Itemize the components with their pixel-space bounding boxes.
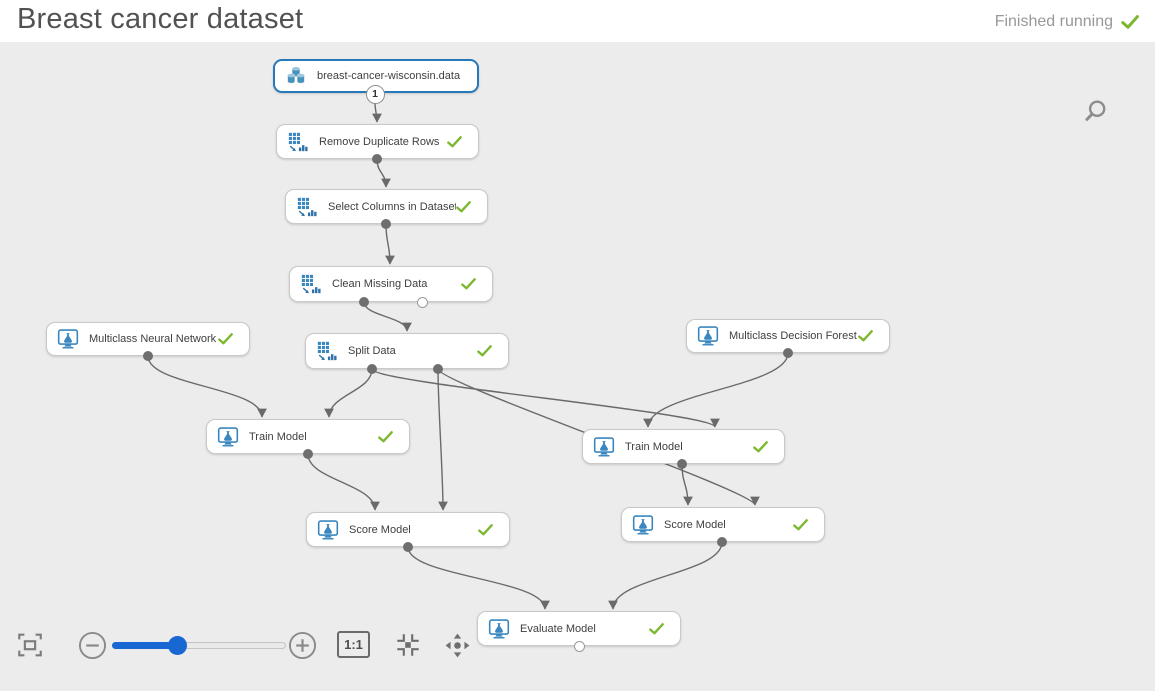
dataset-icon (285, 65, 307, 87)
output-port[interactable] (783, 348, 793, 358)
success-check-icon (858, 330, 873, 342)
zoom-in-button[interactable] (288, 631, 317, 660)
zoom-slider-thumb[interactable] (168, 636, 187, 655)
search-icon[interactable] (1082, 99, 1108, 125)
transform-icon (316, 340, 338, 362)
node-label: Split Data (348, 345, 396, 357)
transform-icon (300, 273, 322, 295)
success-check-icon (218, 333, 233, 345)
node-clean-missing-data[interactable]: Clean Missing Data (289, 266, 493, 302)
success-check-icon (461, 278, 476, 290)
node-label: Multiclass Decision Forest (729, 330, 857, 342)
edge-train-model-left-to-score-model-left[interactable] (307, 453, 380, 511)
node-dataset[interactable]: breast-cancer-wisconsin.data (273, 59, 479, 93)
ml-icon (632, 514, 654, 536)
experiment-title: Breast cancer dataset (17, 3, 304, 35)
node-label: Select Columns in Dataset (328, 200, 456, 213)
edge-train-model-right-to-score-model-right[interactable] (681, 463, 693, 506)
ml-icon (57, 328, 79, 350)
pan-button[interactable] (442, 630, 473, 661)
node-split-data[interactable]: Split Data (305, 333, 509, 369)
zoom-slider-fill (112, 642, 176, 649)
output-port[interactable] (367, 364, 377, 374)
connections-layer (147, 102, 789, 610)
edge-score-model-right-to-evaluate-model[interactable] (608, 541, 723, 610)
run-status-text: Finished running (994, 13, 1113, 30)
output-port[interactable] (303, 449, 313, 459)
output-port[interactable] (677, 459, 687, 469)
zoom-out-button[interactable] (78, 631, 107, 660)
output-port[interactable] (573, 640, 585, 652)
edge-dataset-to-remove-duplicate-rows[interactable] (372, 102, 382, 123)
node-label: Evaluate Model (520, 622, 596, 635)
success-check-icon (478, 523, 493, 536)
edge-split-data-to-train-model-right[interactable] (371, 368, 720, 428)
node-label: Score Model (664, 518, 726, 531)
node-multiclass-neural-network[interactable]: Multiclass Neural Network (46, 322, 250, 356)
edge-split-data-to-train-model-left[interactable] (324, 368, 373, 418)
success-check-icon (477, 345, 492, 357)
status-check-icon (1121, 15, 1139, 29)
node-evaluate-model[interactable]: Evaluate Model (477, 611, 681, 646)
node-label: Train Model (249, 430, 307, 443)
output-port[interactable] (717, 537, 727, 547)
output-port[interactable] (416, 296, 428, 308)
edge-clean-missing-data-to-split-data[interactable] (363, 301, 412, 332)
actual-size-button[interactable]: 1:1 (337, 631, 370, 658)
success-check-icon (753, 440, 768, 453)
output-port[interactable] (403, 542, 413, 552)
success-check-icon (793, 518, 808, 531)
node-remove-duplicate-rows[interactable]: Remove Duplicate Rows (276, 124, 479, 159)
edge-select-columns-in-dataset-to-clean-missing-data[interactable] (385, 223, 395, 265)
ml-icon (593, 436, 615, 458)
output-port[interactable] (433, 364, 443, 374)
success-check-icon (649, 622, 664, 635)
transform-icon (296, 196, 318, 218)
zoom-slider[interactable] (112, 636, 286, 655)
success-check-icon (378, 430, 393, 443)
ml-icon (217, 426, 239, 448)
edge-split-data-to-score-model-left[interactable] (437, 368, 448, 511)
success-check-icon (456, 200, 471, 213)
node-label: Score Model (349, 523, 411, 536)
output-port[interactable] (143, 351, 153, 361)
output-port[interactable] (381, 219, 391, 229)
fit-to-screen-button[interactable] (16, 631, 44, 659)
center-graph-button[interactable] (394, 631, 422, 659)
success-check-icon (447, 135, 462, 148)
node-label: Train Model (625, 440, 683, 453)
transform-icon (287, 131, 309, 153)
edge-multiclass-neural-network-to-train-model-left[interactable] (147, 355, 267, 418)
node-label: breast-cancer-wisconsin.data (317, 70, 461, 82)
node-label: Clean Missing Data (332, 278, 428, 290)
node-score-model-right[interactable]: Score Model (621, 507, 825, 542)
ml-icon (317, 519, 339, 541)
output-port[interactable] (372, 154, 382, 164)
experiment-canvas[interactable]: breast-cancer-wisconsin.data 1 Remove Dup… (0, 42, 1155, 691)
node-label: Multiclass Neural Network (89, 333, 217, 345)
ml-icon (488, 618, 510, 640)
edge-score-model-left-to-evaluate-model[interactable] (407, 546, 550, 610)
ml-icon (697, 325, 719, 347)
header: Breast cancer dataset Finished running (0, 0, 1155, 42)
run-status: Finished running (995, 13, 1139, 31)
output-port[interactable]: 1 (365, 84, 385, 104)
output-port[interactable] (359, 297, 369, 307)
edge-multiclass-decision-forest-to-train-model-right[interactable] (643, 352, 789, 428)
node-label: Remove Duplicate Rows (319, 135, 440, 148)
